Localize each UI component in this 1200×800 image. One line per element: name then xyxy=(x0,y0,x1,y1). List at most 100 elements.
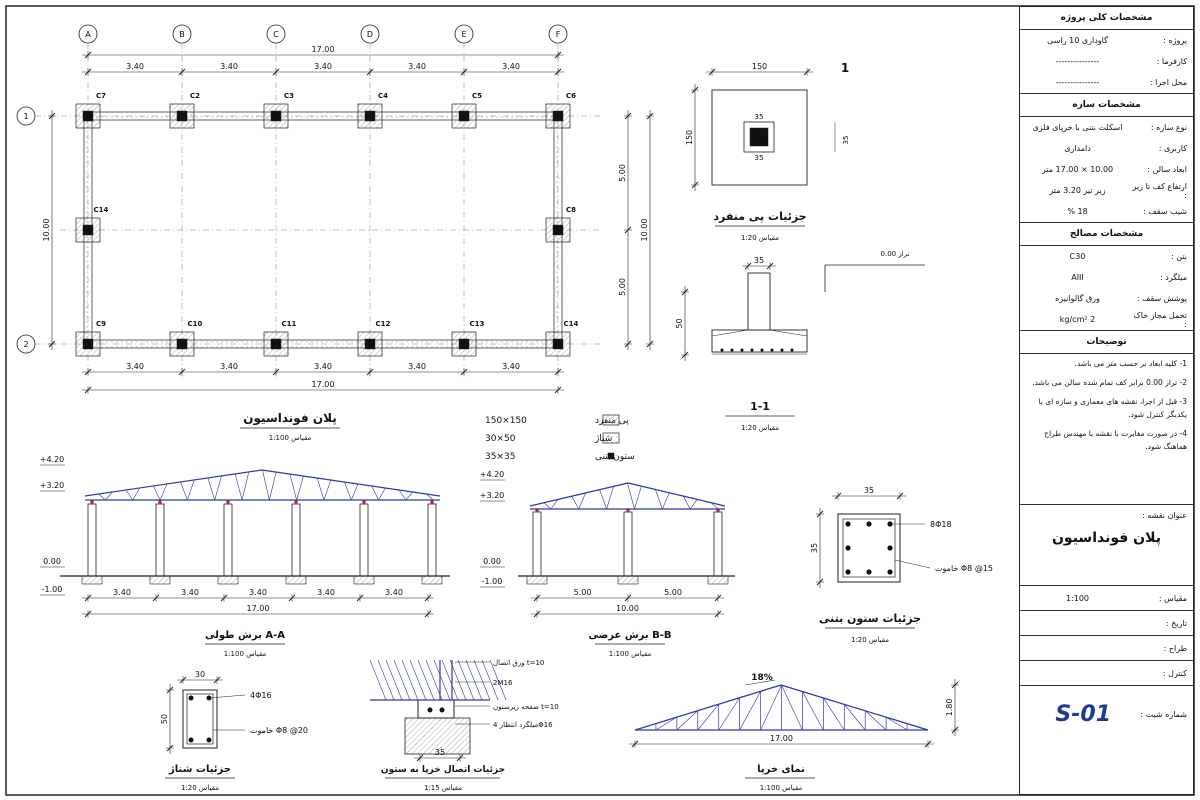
col-dim-side: 35 xyxy=(842,136,850,145)
footing-elevation xyxy=(707,575,729,585)
truss-web xyxy=(234,473,243,501)
bearing-mark xyxy=(158,500,162,504)
truss-web xyxy=(159,483,168,501)
tb-row: میلگرد :AIII xyxy=(1020,267,1193,288)
tb-row: ابعاد سالن :10.00 × 17.00 متر xyxy=(1020,159,1193,180)
section-title: 1-1 xyxy=(750,400,770,413)
plan-title: پلان فونداسیون xyxy=(243,411,336,426)
column-label: C10 xyxy=(188,320,203,328)
truss-diagonal xyxy=(844,704,866,731)
dim-label: 3.40 xyxy=(385,588,403,597)
slope-arrow xyxy=(744,679,776,686)
truss-web xyxy=(606,486,614,510)
column xyxy=(270,338,282,350)
column-elevation xyxy=(713,511,723,577)
materials-section: بتن :C30 میلگرد :AIII پوشش سقف :ورق گالو… xyxy=(1020,246,1193,331)
level-label: 0.00 xyxy=(483,557,501,566)
truss-member xyxy=(425,659,443,701)
tb-value: --------------- xyxy=(1055,57,1100,66)
column-section xyxy=(837,513,901,583)
sheet-number-label: شماره شیت : xyxy=(1140,709,1187,719)
column-label: C3 xyxy=(284,92,294,100)
tb-row: کاربری :دامداری xyxy=(1020,138,1193,159)
dim-label: 17.00 xyxy=(770,734,793,743)
truss-web xyxy=(627,483,635,510)
truss-top-chord xyxy=(261,469,441,497)
truss-diagonal xyxy=(781,685,803,731)
tb-row: کارفرما :--------------- xyxy=(1020,51,1193,72)
truss-member xyxy=(433,659,451,701)
rebar-dot xyxy=(740,348,744,352)
column xyxy=(364,110,376,122)
truss-web xyxy=(405,491,413,501)
dim-label: 50 xyxy=(675,318,684,328)
pier xyxy=(747,272,771,331)
truss-web xyxy=(207,477,215,501)
leader-line xyxy=(208,694,246,699)
beam-detail-title: جزئیات شناژ xyxy=(168,764,231,775)
truss-top-chord xyxy=(627,482,726,507)
dim-label: 3.40 xyxy=(502,62,520,71)
column-elevation xyxy=(223,503,233,577)
rebar-dot xyxy=(790,348,794,352)
column xyxy=(552,338,564,350)
stirrup-label: خاموت Φ8 @15 xyxy=(935,564,993,573)
truss-member xyxy=(449,659,467,701)
truss-diagonal xyxy=(697,704,719,731)
level-label: +4.20 xyxy=(480,470,505,479)
dim-label: 5.00 xyxy=(664,588,682,597)
note-item: 4- در صورت مغایرت با نقشه با مهندس طراح … xyxy=(1044,429,1187,451)
truss-web xyxy=(269,471,277,501)
column-label: C11 xyxy=(282,320,297,328)
truss-web xyxy=(296,475,304,501)
rebar-dot xyxy=(887,545,893,551)
tb-row: تاریخ : xyxy=(1020,611,1193,636)
drawing-title-block: عنوان نقشه : پلان فونداسیون xyxy=(1020,505,1193,586)
dim-label: 35 xyxy=(754,256,764,265)
truss-web xyxy=(550,499,559,510)
dim-label: 3.40 xyxy=(314,62,332,71)
rebar-dot xyxy=(887,569,893,575)
tb-value: 18 % xyxy=(1067,207,1088,216)
column-elevation xyxy=(427,503,437,577)
slope-label: 18% xyxy=(751,673,773,683)
bearing-mark xyxy=(90,500,94,504)
column-label: C14 xyxy=(94,206,109,214)
tb-label: تاریخ : xyxy=(1165,618,1187,628)
notes-section: 1- کلیه ابعاد بر حسب متر می باشد. 2- ترا… xyxy=(1020,354,1193,505)
truss-top-chord xyxy=(529,482,629,507)
tb-value: ورق گالوانیزه xyxy=(1055,294,1100,303)
sheet-number-row: شماره شیت : S-01 xyxy=(1020,686,1193,742)
isolated-footing xyxy=(545,217,571,243)
tb-value: 1:100 xyxy=(1065,593,1090,603)
column xyxy=(176,110,188,122)
column-label: C9 xyxy=(96,320,106,328)
rebar-dot xyxy=(206,737,212,743)
rebar-dot xyxy=(730,348,734,352)
truss-member xyxy=(409,659,427,701)
truss-member xyxy=(369,659,387,701)
truss-top-chord xyxy=(780,684,929,731)
tb-label: کنترل : xyxy=(1162,668,1187,678)
truss-web xyxy=(634,486,642,510)
tb-label: طراح : xyxy=(1163,643,1187,653)
legend-swatch xyxy=(607,452,615,460)
truss-web xyxy=(710,502,719,510)
notes-header: توضیحات xyxy=(1020,331,1193,354)
stirrup xyxy=(842,518,896,578)
dim-label: 3.40 xyxy=(314,362,332,371)
rebar-dot xyxy=(760,348,764,352)
materials-header: مشخصات مصالح xyxy=(1020,223,1193,246)
drawing-title: پلان فونداسیون xyxy=(1051,530,1161,546)
title-block: مشخصات کلی پروژه پروژه :گاوداری 10 راسی … xyxy=(1019,6,1194,795)
drawing-title-label: عنوان نقشه : xyxy=(1142,511,1187,520)
column-label: C6 xyxy=(566,92,576,100)
level-label: 0.00 xyxy=(43,557,61,566)
dim-label: 3.40 xyxy=(220,362,238,371)
truss-web xyxy=(214,475,222,501)
tb-row: مقیاس :1:100 xyxy=(1020,586,1193,611)
